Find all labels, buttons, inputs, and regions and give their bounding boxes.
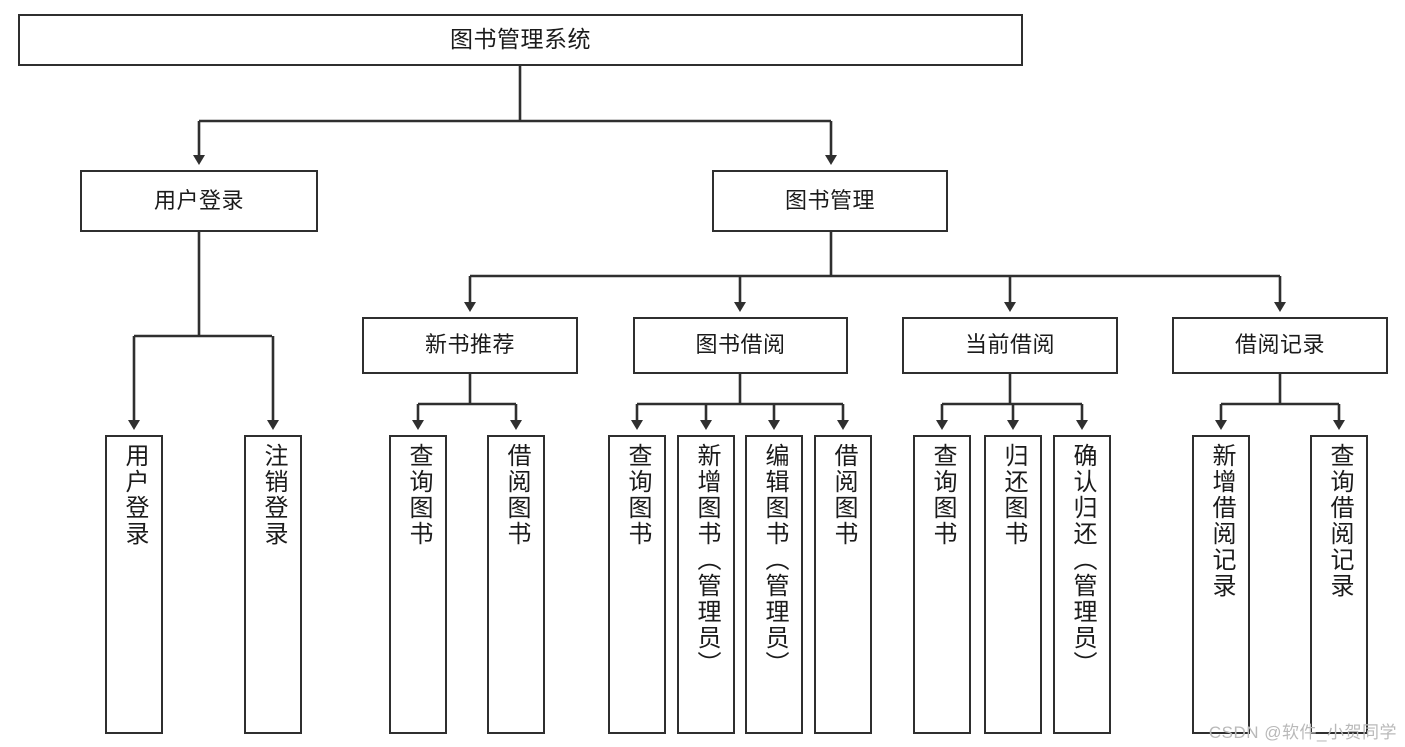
node-leaf-query-book-3[interactable]: 查询图书 xyxy=(913,435,971,734)
node-leaf-add-record[interactable]: 新增借阅记录 xyxy=(1192,435,1250,734)
node-leaf-add-book[interactable]: 新增图书（管理员） xyxy=(677,435,735,734)
node-book-manage[interactable]: 图书管理 xyxy=(712,170,948,232)
node-leaf-query-book-1-label: 查询图书 xyxy=(404,443,432,547)
node-leaf-logout-label: 注销登录 xyxy=(259,443,287,547)
node-leaf-borrow-book-1[interactable]: 借阅图书 xyxy=(487,435,545,734)
watermark-text: CSDN @软件_小贺同学 xyxy=(1208,723,1397,742)
node-leaf-user-login[interactable]: 用户登录 xyxy=(105,435,163,734)
node-new-book-rec-label: 新书推荐 xyxy=(424,332,515,358)
node-current-borrow[interactable]: 当前借阅 xyxy=(902,317,1118,374)
node-leaf-add-record-label: 新增借阅记录 xyxy=(1207,443,1235,599)
node-leaf-query-book-1[interactable]: 查询图书 xyxy=(389,435,447,734)
node-leaf-return-book-label: 归还图书 xyxy=(999,443,1027,547)
node-borrow-record[interactable]: 借阅记录 xyxy=(1172,317,1388,374)
node-leaf-logout[interactable]: 注销登录 xyxy=(244,435,302,734)
node-new-book-rec[interactable]: 新书推荐 xyxy=(362,317,578,374)
node-root-label: 图书管理系统 xyxy=(450,26,591,53)
node-leaf-confirm-return[interactable]: 确认归还（管理员） xyxy=(1053,435,1111,734)
node-leaf-query-record-label: 查询借阅记录 xyxy=(1325,443,1353,599)
node-leaf-borrow-book-2-label: 借阅图书 xyxy=(829,443,857,547)
node-book-borrow-label: 图书借阅 xyxy=(695,332,786,358)
node-book-borrow[interactable]: 图书借阅 xyxy=(633,317,848,374)
node-borrow-record-label: 借阅记录 xyxy=(1234,332,1325,358)
node-leaf-query-book-2-label: 查询图书 xyxy=(623,443,651,547)
node-user-login[interactable]: 用户登录 xyxy=(80,170,318,232)
node-leaf-query-record[interactable]: 查询借阅记录 xyxy=(1310,435,1368,734)
node-leaf-borrow-book-1-label: 借阅图书 xyxy=(502,443,530,547)
node-user-login-label: 用户登录 xyxy=(153,187,244,213)
node-leaf-edit-book-label: 编辑图书（管理员） xyxy=(760,443,788,677)
node-leaf-query-book-2[interactable]: 查询图书 xyxy=(608,435,666,734)
node-current-borrow-label: 当前借阅 xyxy=(964,332,1055,358)
node-leaf-edit-book[interactable]: 编辑图书（管理员） xyxy=(745,435,803,734)
node-leaf-query-book-3-label: 查询图书 xyxy=(928,443,956,547)
node-leaf-add-book-label: 新增图书（管理员） xyxy=(692,443,720,677)
node-leaf-borrow-book-2[interactable]: 借阅图书 xyxy=(814,435,872,734)
node-leaf-return-book[interactable]: 归还图书 xyxy=(984,435,1042,734)
node-book-manage-label: 图书管理 xyxy=(784,187,875,213)
node-root[interactable]: 图书管理系统 xyxy=(18,14,1023,66)
node-leaf-confirm-return-label: 确认归还（管理员） xyxy=(1068,443,1096,677)
node-leaf-user-login-label: 用户登录 xyxy=(120,443,148,547)
